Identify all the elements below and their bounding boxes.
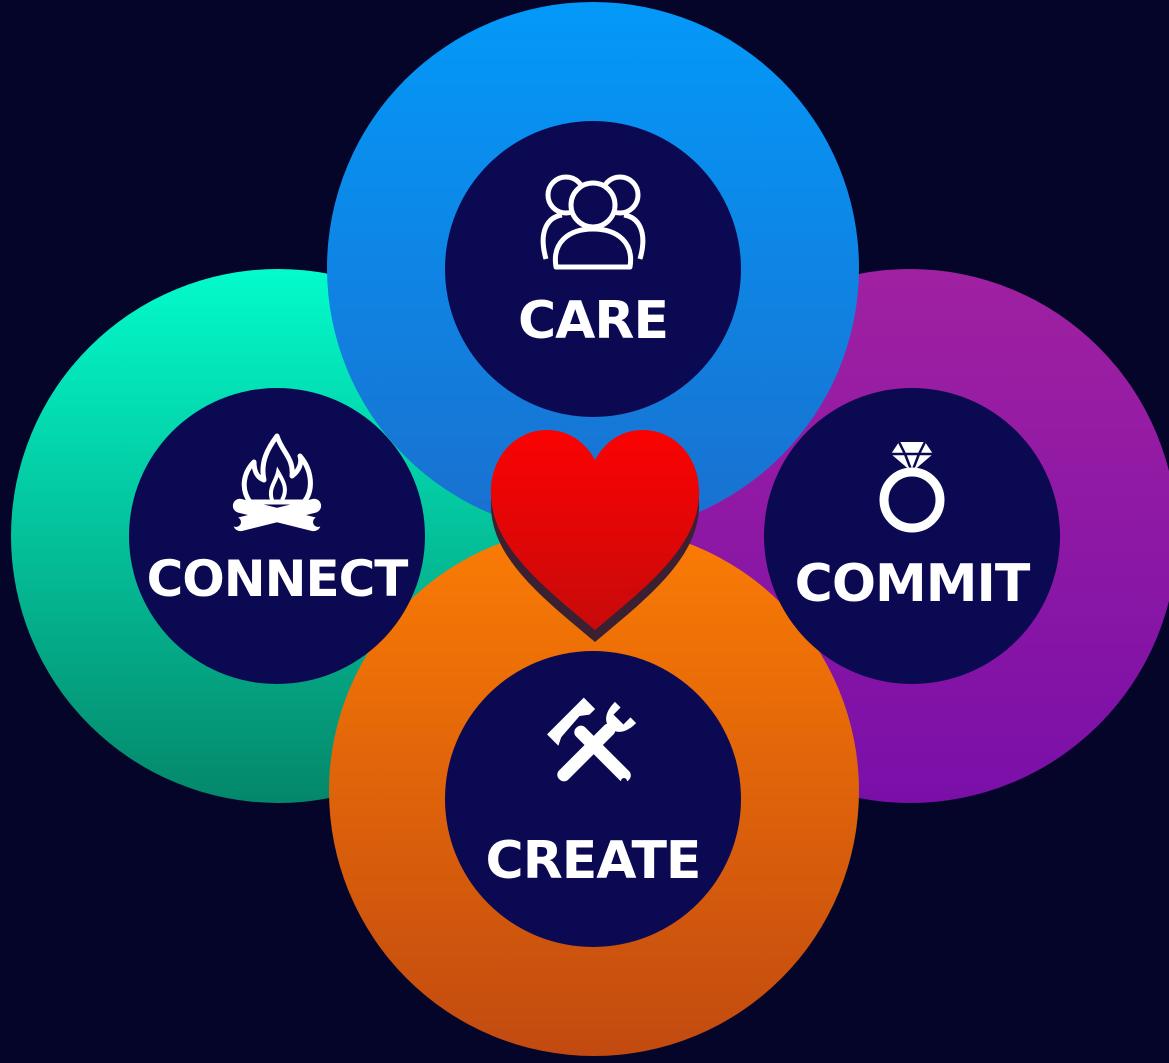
connect-label: CONNECT bbox=[146, 550, 409, 608]
care-label: CARE bbox=[518, 291, 669, 351]
campfire-icon bbox=[231, 433, 323, 532]
commit-label: COMMIT bbox=[794, 554, 1031, 614]
wrench-hammer-icon bbox=[547, 697, 637, 784]
heart-icon bbox=[490, 430, 700, 642]
create-label: CREATE bbox=[485, 831, 702, 891]
commit-node: COMMIT bbox=[764, 388, 1060, 684]
create-node: CREATE bbox=[445, 651, 741, 947]
care-node: CARE bbox=[445, 121, 741, 417]
people-group-icon bbox=[540, 174, 646, 270]
connect-node: CONNECT bbox=[129, 388, 425, 684]
diamond-ring-icon bbox=[879, 441, 945, 533]
